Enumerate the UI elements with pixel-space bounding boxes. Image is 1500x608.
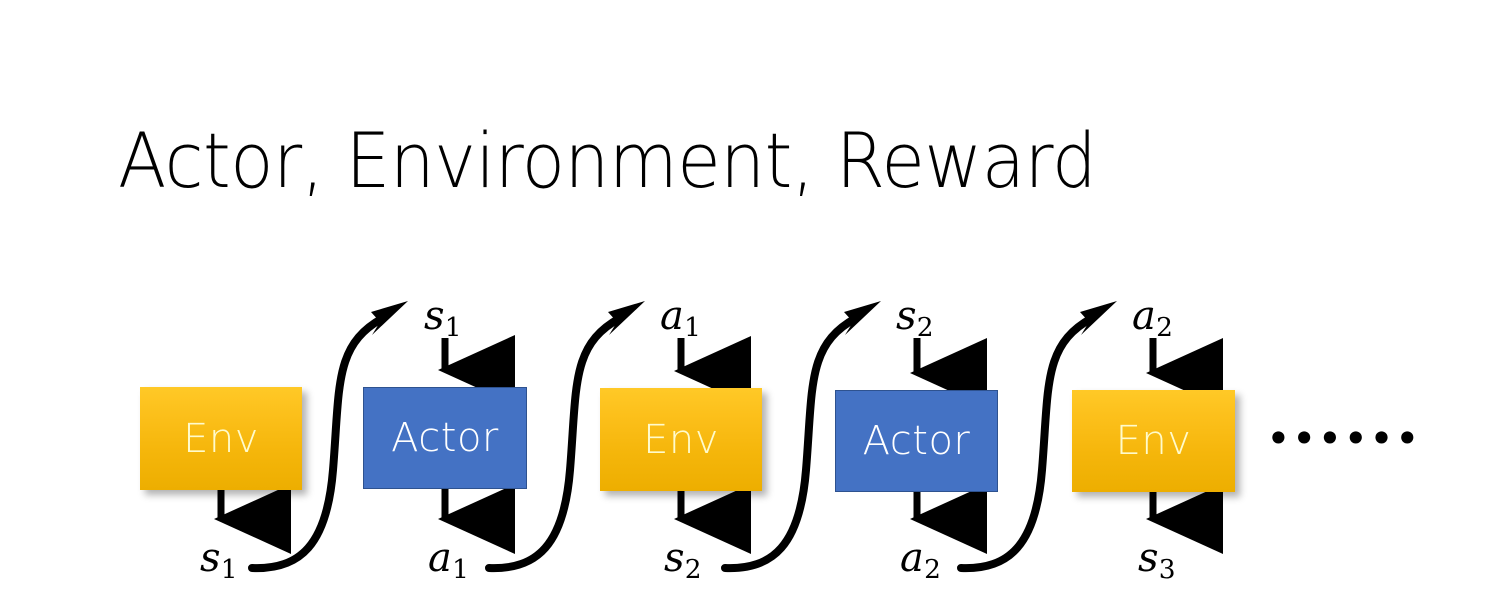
math-base: s [1138, 535, 1159, 581]
page-title: Actor, Environment, Reward [118, 116, 1097, 205]
math-subscript: 1 [444, 311, 462, 343]
label-state-s2-top: s2 [896, 293, 934, 341]
label-action-a2-top: a2 [1132, 293, 1173, 341]
math-base: s [200, 535, 221, 581]
math-base: s [664, 535, 685, 581]
math-subscript: 2 [684, 553, 702, 585]
node-actor-1[interactable]: Actor [363, 387, 527, 489]
feedback-curve-arrowheads [371, 301, 1117, 335]
math-subscript: 1 [220, 553, 238, 585]
curve-s2-arrowhead [844, 301, 881, 335]
math-subscript: 2 [916, 311, 934, 343]
down-arrows-into-nodes [438, 335, 1223, 408]
math-base: a [428, 535, 452, 581]
math-subscript: 2 [1156, 311, 1173, 343]
label-state-s3-bottom: s3 [1138, 535, 1176, 583]
curve-a2-arrowhead [1080, 301, 1117, 335]
node-label: Env [183, 415, 259, 462]
label-state-s1-top: s1 [424, 293, 462, 341]
node-actor-2[interactable]: Actor [835, 390, 998, 492]
math-base: s [896, 293, 917, 339]
curve-s1-arrowhead [371, 301, 408, 335]
math-subscript: 3 [1158, 553, 1176, 585]
math-subscript: 1 [452, 553, 469, 585]
math-base: a [660, 293, 684, 339]
label-state-s1-bottom: s1 [200, 535, 238, 583]
node-env-3[interactable]: Env [1072, 390, 1235, 492]
node-env-1[interactable]: Env [140, 387, 302, 490]
math-base: a [900, 535, 924, 581]
node-label: Env [643, 416, 719, 463]
math-base: s [424, 293, 445, 339]
curve-a1-arrowhead [608, 301, 645, 335]
node-label: Actor [391, 415, 499, 461]
label-action-a2-bottom: a2 [900, 535, 941, 583]
node-label: Actor [862, 418, 971, 464]
math-subscript: 2 [924, 553, 941, 585]
node-label: Env [1115, 418, 1192, 464]
down-arrows-out-of-nodes [214, 484, 1223, 554]
continuation-ellipsis: •••••• [1266, 414, 1421, 463]
label-state-s2-bottom: s2 [664, 535, 702, 583]
label-action-a1-top: a1 [660, 293, 701, 341]
math-base: a [1132, 293, 1156, 339]
label-action-a1-bottom: a1 [428, 535, 469, 583]
node-env-2[interactable]: Env [600, 388, 762, 491]
math-subscript: 1 [684, 311, 701, 343]
